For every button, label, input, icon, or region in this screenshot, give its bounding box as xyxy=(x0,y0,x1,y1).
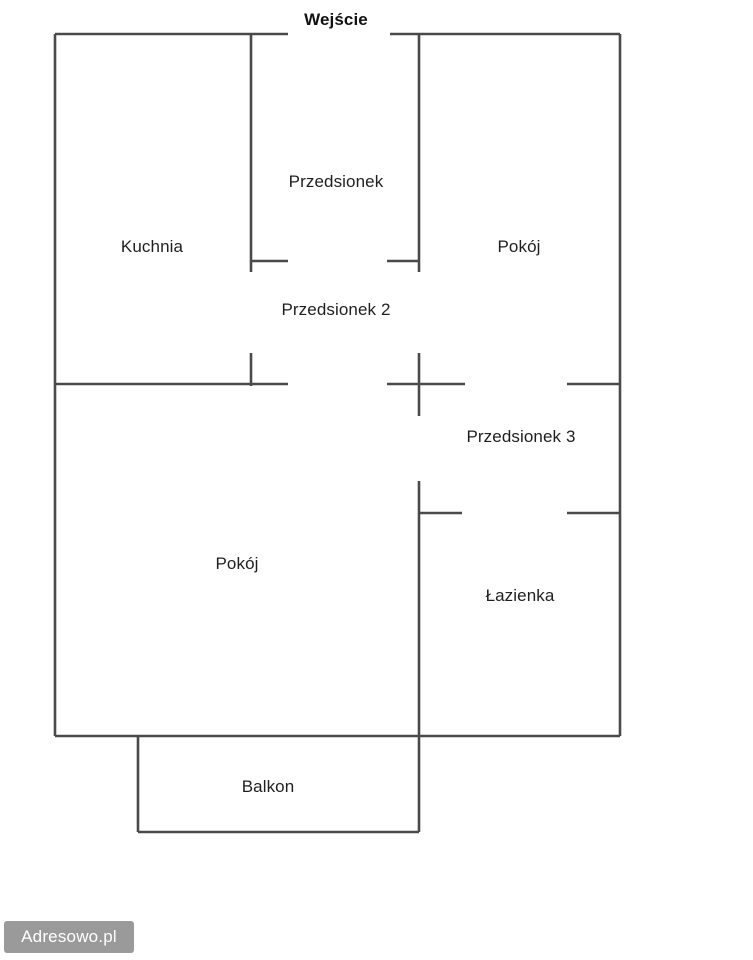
room-label-pokoj-gorny: Pokój xyxy=(497,237,541,256)
watermark-label: Adresowo.pl xyxy=(21,927,117,946)
room-label-przedsionek-2: Przedsionek 2 xyxy=(281,300,391,319)
room-label-balkon: Balkon xyxy=(241,777,295,796)
walls-group xyxy=(53,32,622,834)
room-label-kuchnia: Kuchnia xyxy=(120,237,184,256)
entrance-label: Wejście xyxy=(304,10,368,29)
room-label-lazienka: Łazienka xyxy=(485,586,555,605)
room-label-przedsionek-3: Przedsionek 3 xyxy=(466,427,576,446)
room-label-pokoj-dolny: Pokój xyxy=(215,554,259,573)
watermark-badge: Adresowo.pl xyxy=(4,921,134,953)
room-label-przedsionek: Przedsionek xyxy=(288,172,384,191)
